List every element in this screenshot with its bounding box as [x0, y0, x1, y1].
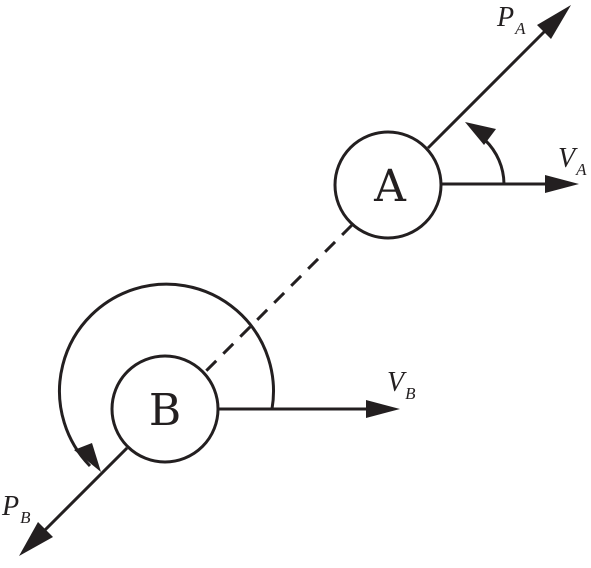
v-a-label: VA	[558, 143, 587, 179]
angle-arc-b	[58, 282, 275, 468]
v-a-arrowhead	[545, 175, 579, 193]
p-a-label-sub: A	[514, 19, 526, 38]
connecting-dashed-line	[201, 223, 354, 376]
angle-arc-b-arrowhead	[74, 443, 101, 472]
node-b-circle	[110, 354, 220, 464]
node-a-label: A	[373, 161, 407, 212]
angle-arc-a-arrowhead	[465, 122, 496, 145]
p-b-label-sub: B	[20, 508, 31, 527]
p-b-label-main: P	[1, 491, 19, 522]
angle-arc-a	[483, 138, 506, 185]
v-b-label-sub: B	[405, 384, 416, 403]
v-a-label-sub: A	[575, 160, 587, 179]
p-a-arrowhead	[537, 5, 571, 39]
node-b-label: B	[149, 385, 181, 436]
v-b-label: VB	[387, 367, 416, 403]
node-a-circle	[333, 130, 443, 240]
v-b-label-main: V	[387, 367, 407, 398]
p-a-label: PA	[496, 2, 526, 38]
p-b-arrowhead	[19, 522, 53, 556]
p-b-label: PB	[1, 491, 31, 527]
v-b-arrowhead	[366, 400, 400, 418]
p-b-vector-line	[35, 446, 129, 540]
p-a-label-main: P	[496, 2, 514, 33]
v-a-label-main: V	[558, 143, 578, 174]
p-a-vector-line	[426, 24, 552, 150]
